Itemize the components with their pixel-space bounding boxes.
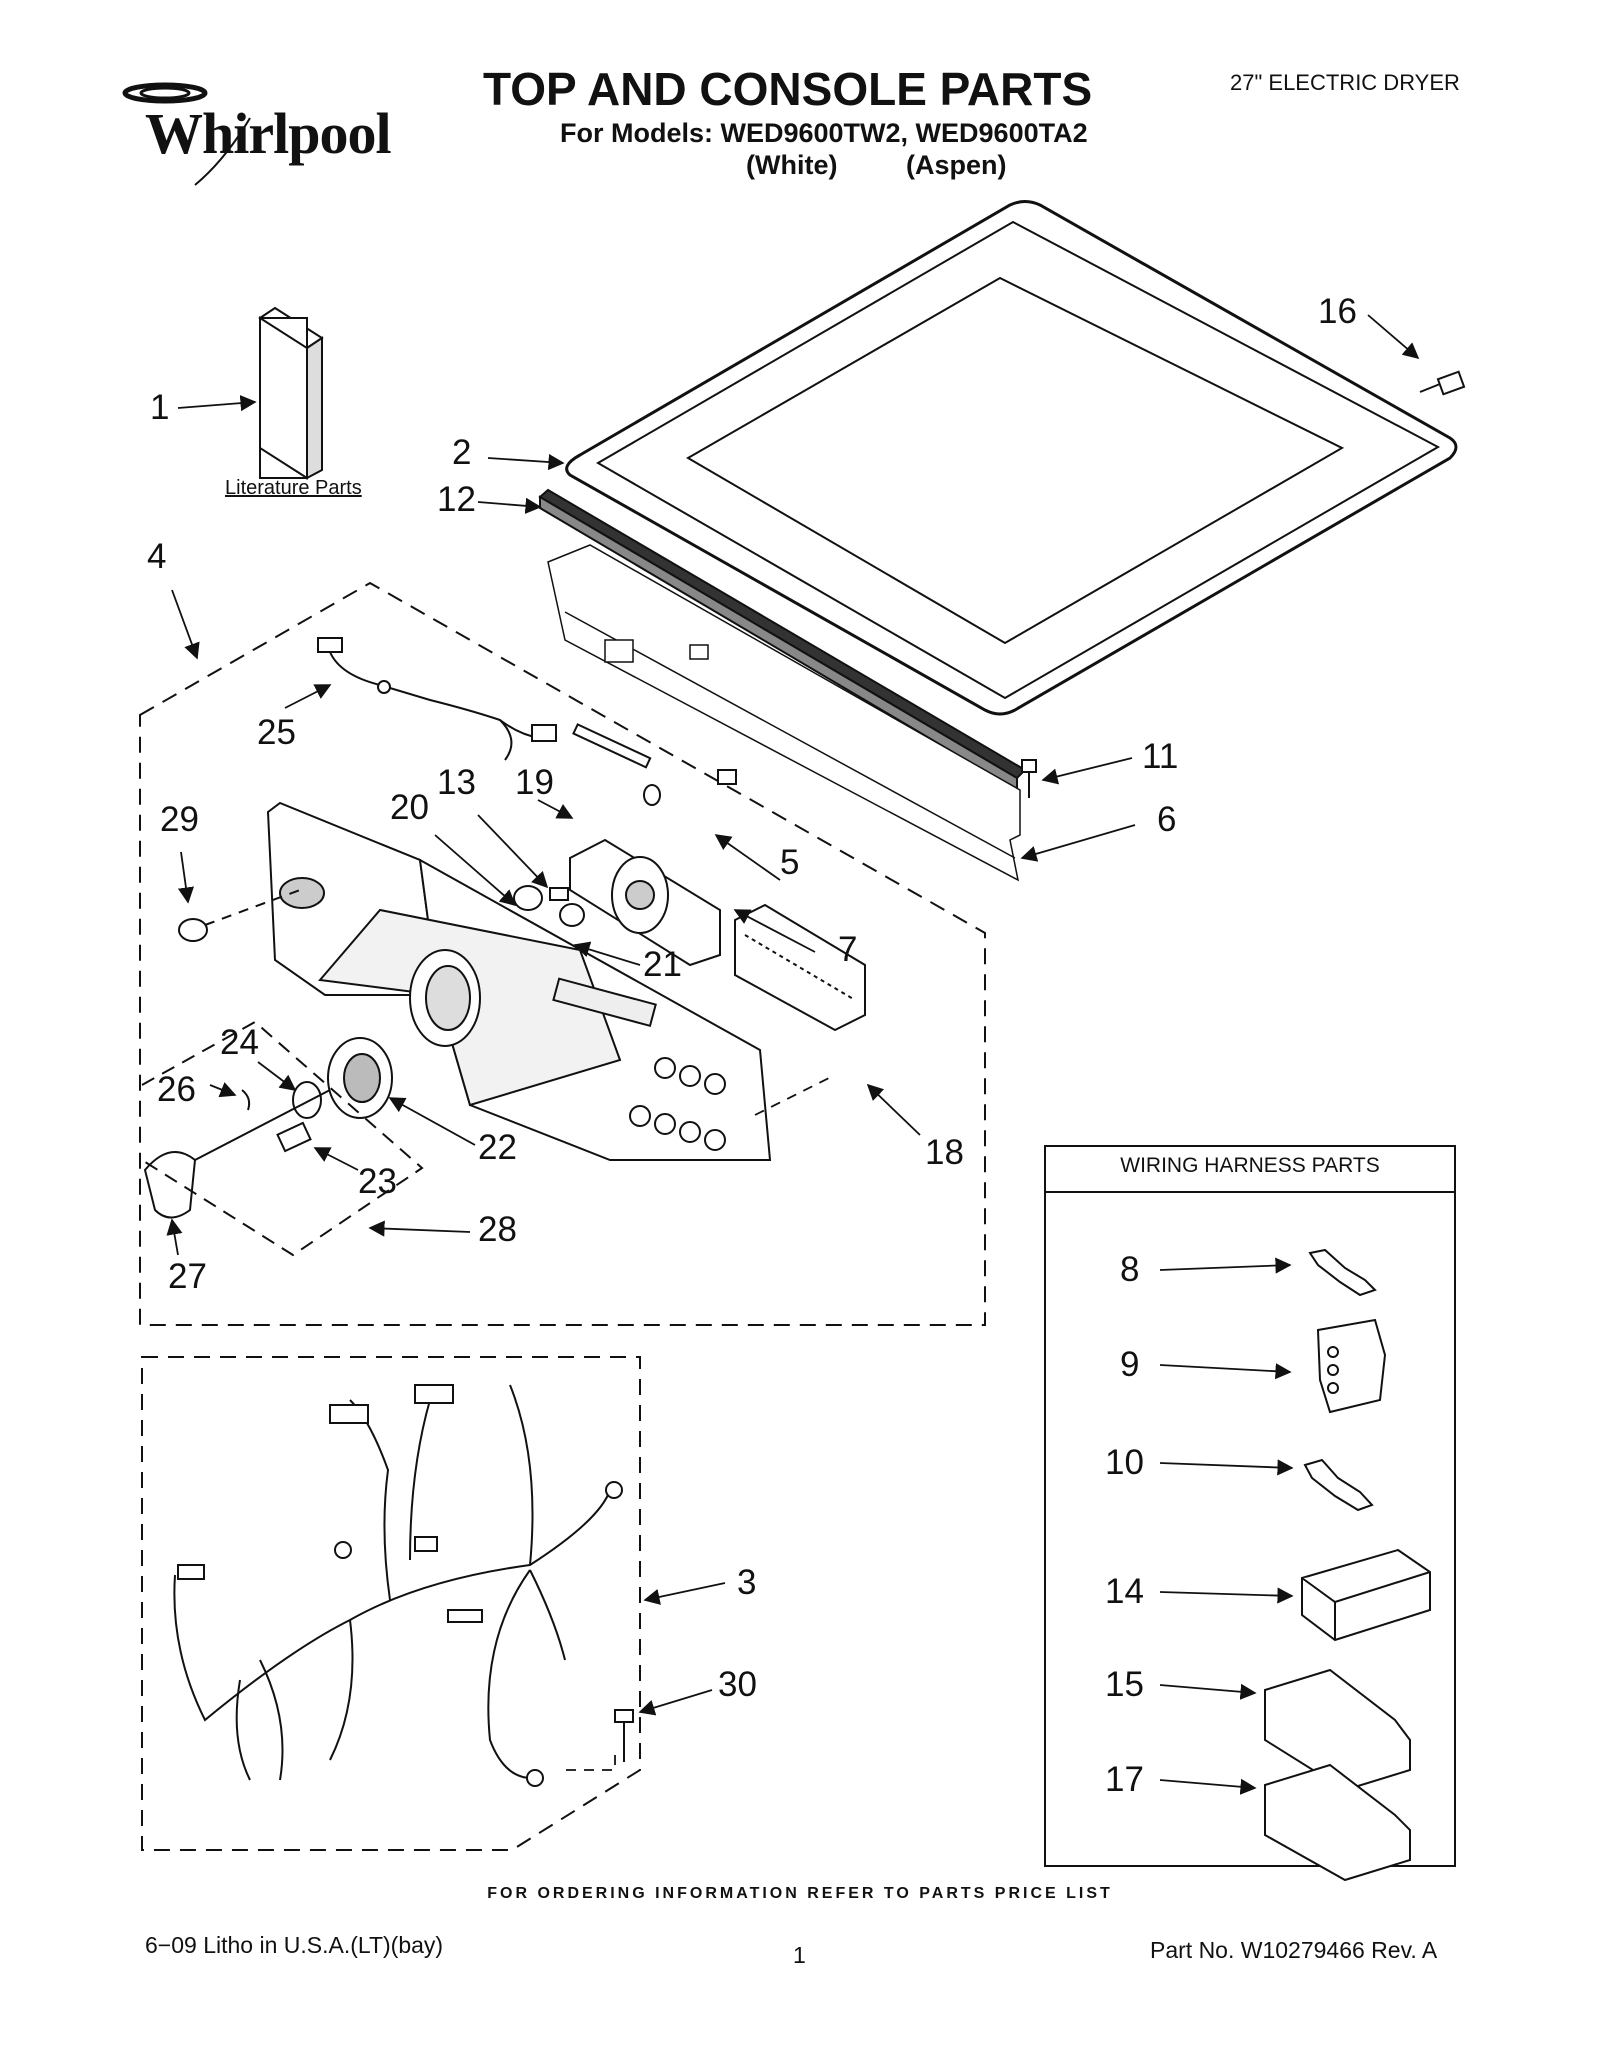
main-wire-harness	[173, 1384, 623, 1787]
callout-29: 29	[160, 800, 199, 839]
brand-logo: Whirlpool	[145, 101, 392, 166]
callout-24: 24	[220, 1023, 259, 1062]
console-wire-harness	[317, 637, 557, 761]
dryer-top-panel	[565, 200, 1458, 716]
models-line: For Models: WED9600TW2, WED9600TA2	[560, 118, 1088, 148]
callout-20: 20	[390, 788, 429, 827]
literature-label: Literature Parts	[225, 477, 362, 499]
dashed-leaders	[565, 1074, 836, 1771]
callout-15: 15	[1105, 1665, 1144, 1704]
whirlpool-swirl-icon	[122, 82, 251, 186]
callout-17: 17	[1105, 1760, 1144, 1799]
console-assembly-box	[139, 581, 986, 1326]
callout-2: 2	[452, 433, 472, 472]
callout-25: 25	[257, 713, 296, 752]
control-board	[569, 838, 721, 967]
callout-1: 1	[150, 388, 170, 427]
knob-assembly	[143, 1081, 331, 1219]
callout-28: 28	[478, 1210, 517, 1249]
callout-7: 7	[838, 930, 858, 969]
callout-6: 6	[1157, 800, 1177, 839]
callout-23: 23	[358, 1162, 397, 1201]
part-number: Part No. W10279466 Rev. A	[1150, 1937, 1438, 1963]
leader-arrows	[166, 314, 1420, 1795]
callout-11: 11	[1142, 737, 1179, 776]
callout-22: 22	[478, 1128, 517, 1167]
ordering-info: FOR ORDERING INFORMATION REFER TO PARTS …	[487, 1885, 1113, 1902]
knob-assembly-box	[141, 1020, 424, 1257]
callout-5: 5	[780, 843, 800, 882]
callout-3: 3	[737, 1563, 757, 1602]
wiring-parts-box	[1044, 1145, 1456, 1867]
callout-9: 9	[1120, 1345, 1140, 1384]
wiring-box-title: WIRING HARNESS PARTS	[1120, 1154, 1380, 1177]
callout-13: 13	[437, 763, 476, 802]
callout-10: 10	[1105, 1443, 1144, 1482]
callout-19: 19	[515, 763, 554, 802]
callout-4: 4	[147, 537, 167, 576]
product-type: 27" ELECTRIC DRYER	[1230, 70, 1460, 95]
literature-booklet	[258, 306, 324, 480]
callout-14: 14	[1105, 1572, 1144, 1611]
callout-12: 12	[437, 480, 476, 519]
callout-8: 8	[1120, 1250, 1140, 1289]
color-aspen: (Aspen)	[906, 150, 1007, 180]
callout-26: 26	[157, 1070, 196, 1109]
main-harness-box	[141, 1356, 641, 1851]
page-number: 1	[793, 1942, 806, 1968]
color-white: (White)	[746, 150, 838, 180]
callout-21: 21	[643, 945, 682, 984]
callout-30: 30	[718, 1665, 757, 1704]
console-housing	[266, 801, 772, 1161]
selector-ring	[327, 949, 481, 1119]
connector-parts	[1264, 1248, 1431, 1882]
callout-16: 16	[1318, 292, 1357, 331]
page-title: TOP AND CONSOLE PARTS	[483, 63, 1093, 115]
callout-18: 18	[925, 1133, 964, 1172]
small-parts	[178, 723, 737, 942]
litho-note: 6−09 Litho in U.S.A.(LT)(bay)	[145, 1932, 444, 1958]
callout-27: 27	[168, 1257, 207, 1296]
screws	[614, 370, 1466, 1762]
keypad-board	[734, 903, 866, 1032]
console-bracket	[547, 544, 1021, 882]
